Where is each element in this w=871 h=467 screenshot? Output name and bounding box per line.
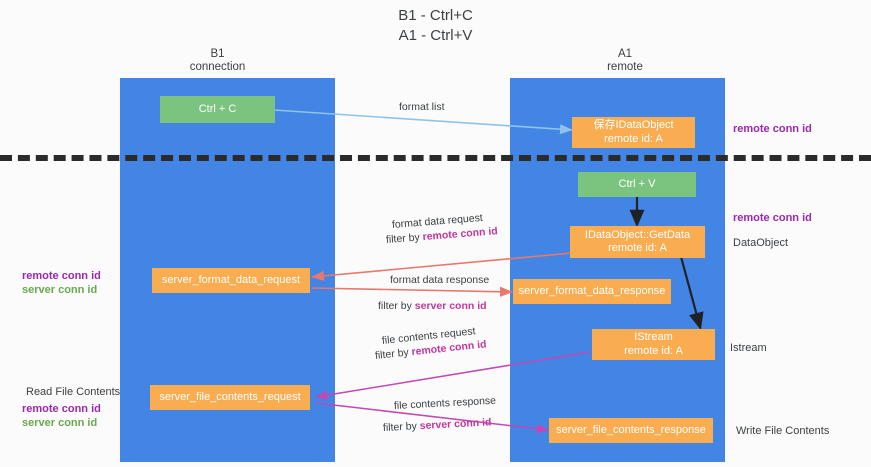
- side-label-dataobject: DataObject: [733, 237, 789, 249]
- box-server-file-contents-request[interactable]: server_file_contents_request: [150, 385, 310, 410]
- box-istream-line1: IStream: [634, 331, 673, 343]
- filter-prefix: filter by: [385, 231, 424, 246]
- box-save-idataobject-line1: 保存IDataObject: [593, 119, 674, 131]
- box-save-idataobject-line2: remote id: A: [604, 132, 663, 145]
- filter-prefix: filter by: [382, 420, 421, 434]
- column-header-left: B1 connection: [140, 48, 295, 74]
- box-istream[interactable]: IStream remote id: A: [592, 329, 715, 360]
- box-getdata-line1: IDataObject::GetData: [584, 228, 691, 241]
- box-server-file-contents-response[interactable]: server_file_contents_response: [549, 418, 713, 443]
- column-left-role: connection: [189, 61, 246, 73]
- page-title: B1 - Ctrl+C A1 - Ctrl+V: [0, 6, 871, 46]
- box-server-format-data-request[interactable]: server_format_data_request: [152, 268, 310, 293]
- arrow-format-data-response: [311, 286, 513, 297]
- filter-key-server-conn-id: server conn id: [419, 416, 492, 433]
- label-file-contents-response-filter: filter by server conn id: [383, 415, 492, 435]
- filter-prefix: filter by: [378, 300, 415, 312]
- filter-key-server-conn-id: server conn id: [414, 300, 487, 312]
- box-getdata-line2: remote id: A: [608, 242, 667, 254]
- label-format-list: format list: [399, 101, 445, 113]
- filter-prefix: filter by: [374, 346, 413, 362]
- box-ctrl-v[interactable]: Ctrl + V: [578, 172, 696, 197]
- box-istream-line2: remote id: A: [624, 344, 683, 357]
- label-format-data-response-filter: filter by server conn id: [378, 299, 487, 313]
- phase-divider: [0, 155, 871, 161]
- side-label-left-bottom-server-conn-id: server conn id: [22, 417, 98, 429]
- side-label-left-remote-conn-id: remote conn id: [22, 270, 101, 282]
- box-server-format-data-response[interactable]: server_format_data_response: [513, 279, 671, 304]
- side-label-write-file-contents: Write File Contents: [736, 425, 830, 437]
- side-label-remote-conn-id-top: remote conn id: [733, 123, 812, 135]
- box-ctrl-c-label: Ctrl + C: [198, 102, 237, 115]
- box-ctrl-c[interactable]: Ctrl + C: [160, 96, 275, 123]
- box-server-format-data-request-label: server_format_data_request: [161, 273, 301, 286]
- side-label-left-bottom-remote-conn-id: remote conn id: [22, 403, 101, 415]
- label-file-contents-response: file contents response: [393, 394, 497, 412]
- side-label-read-file-contents: Read File Contents: [26, 386, 121, 398]
- column-right-role: remote: [607, 61, 643, 73]
- title-line-2: A1 - Ctrl+V: [398, 27, 473, 44]
- side-label-istream: Istream: [730, 342, 767, 354]
- box-ctrl-v-label: Ctrl + V: [618, 177, 656, 190]
- column-right-name: A1: [617, 48, 633, 60]
- title-line-1: B1 - Ctrl+C: [398, 7, 473, 24]
- column-left-name: B1: [210, 48, 225, 60]
- label-format-data-response: format data response: [390, 274, 490, 286]
- box-save-idataobject[interactable]: 保存IDataObject remote id: A: [572, 117, 695, 148]
- box-server-format-data-response-label: server_format_data_response: [518, 284, 666, 297]
- side-label-left-server-conn-id: server conn id: [22, 284, 98, 296]
- column-header-right: A1 remote: [545, 48, 705, 74]
- box-getdata[interactable]: IDataObject::GetData remote id: A: [570, 226, 705, 258]
- box-server-file-contents-request-label: server_file_contents_request: [159, 390, 301, 403]
- box-server-file-contents-response-label: server_file_contents_response: [556, 423, 706, 436]
- side-label-remote-conn-id-mid: remote conn id: [733, 212, 812, 224]
